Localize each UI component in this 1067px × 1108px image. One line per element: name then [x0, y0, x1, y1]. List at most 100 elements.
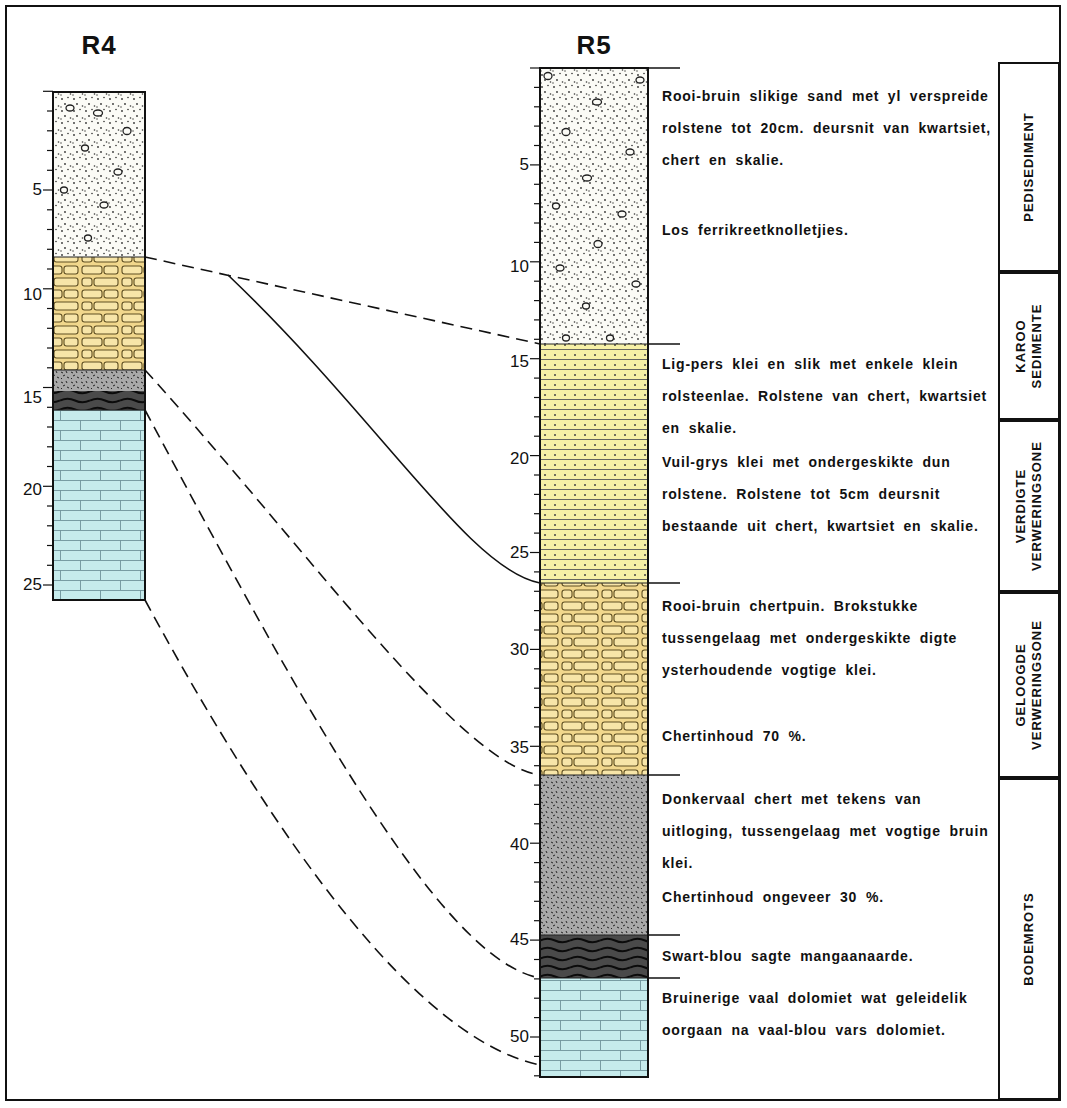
- depth-tick: [47, 328, 53, 329]
- column-r5: [540, 68, 648, 1077]
- depth-tick: [534, 436, 540, 437]
- layer-description: Rooi-bruin chertpuin. Brokstukke tusseng…: [662, 590, 992, 686]
- depth-tick: [534, 339, 540, 340]
- layer-description: Chertinhoud ongeveer 30 %.: [662, 881, 992, 913]
- depth-tick: [534, 726, 540, 727]
- depth-tick: [534, 765, 540, 766]
- outer-frame: [6, 6, 1060, 1100]
- depth-tick: [47, 347, 53, 348]
- depth-tick: [534, 1056, 540, 1057]
- depth-number: 5: [520, 155, 529, 175]
- dolomite-layer: [53, 410, 145, 600]
- depth-tick: [47, 466, 53, 467]
- depth-tick: [43, 486, 53, 487]
- depth-tick: [534, 978, 540, 979]
- depth-number: 35: [510, 738, 529, 758]
- depth-tick: [534, 281, 540, 282]
- depth-tick: [534, 804, 540, 805]
- depth-tick: [530, 939, 540, 940]
- depth-number: 40: [510, 835, 529, 855]
- column-title: R5: [576, 30, 611, 61]
- depth-number: 45: [510, 930, 529, 950]
- depth-tick: [47, 565, 53, 566]
- depth-tick: [534, 397, 540, 398]
- depth-tick: [47, 249, 53, 250]
- depth-tick: [534, 571, 540, 572]
- depth-tick: [47, 446, 53, 447]
- depth-tick: [47, 130, 53, 131]
- depth-tick: [530, 164, 540, 165]
- karoo-layer: [540, 344, 648, 583]
- depth-tick: [43, 91, 53, 92]
- depth-tick: [534, 184, 540, 185]
- zone-band: GELOOGDE VERWERINGSONE: [998, 592, 1060, 778]
- layer-description: Donkervaal chert met tekens van uitlogin…: [662, 783, 992, 879]
- depth-tick: [534, 707, 540, 708]
- depth-tick: [47, 110, 53, 111]
- correlation-lines: [145, 257, 540, 1065]
- depth-tick: [534, 862, 540, 863]
- depth-ticks: [43, 68, 540, 1076]
- zone-band: BODEMROTS: [998, 778, 1060, 1100]
- depth-tick: [47, 229, 53, 230]
- depth-tick: [530, 67, 540, 68]
- layer-description: Rooi-bruin slikige sand met yl verspreid…: [662, 80, 992, 176]
- chert-rubble-layer: [540, 583, 648, 775]
- depth-tick: [534, 881, 540, 882]
- manganese-layer: [540, 935, 648, 978]
- layer-description: Bruinerige vaal dolomiet wat geleidelik …: [662, 982, 992, 1046]
- depth-tick: [47, 170, 53, 171]
- depth-tick: [534, 145, 540, 146]
- depth-tick: [534, 125, 540, 126]
- depth-tick: [534, 203, 540, 204]
- depth-tick: [530, 1036, 540, 1037]
- depth-number: 30: [510, 640, 529, 660]
- zone-label: PEDISEDIMENT: [1021, 69, 1037, 265]
- depth-tick: [534, 629, 540, 630]
- depth-tick: [534, 513, 540, 514]
- leached-chert-layer: [53, 370, 145, 391]
- dolomite-layer: [540, 978, 648, 1077]
- depth-number: 15: [23, 388, 42, 408]
- depth-tick: [534, 1075, 540, 1076]
- depth-tick: [534, 416, 540, 417]
- depth-tick: [534, 998, 540, 999]
- depth-tick: [43, 189, 53, 190]
- depth-number: 10: [510, 257, 529, 277]
- depth-tick: [534, 784, 540, 785]
- layer-description: Lig-pers klei en slik met enkele klein r…: [662, 348, 992, 444]
- zone-label: GELOOGDE VERWERINGSONE: [1013, 599, 1045, 771]
- depth-number: 20: [23, 480, 42, 500]
- depth-tick: [534, 959, 540, 960]
- depth-tick: [530, 649, 540, 650]
- depth-tick: [47, 407, 53, 408]
- layer-description: Chertinhoud 70 %.: [662, 720, 992, 752]
- leached-chert-layer: [540, 775, 648, 935]
- sand-layer: [540, 68, 648, 344]
- depth-tick: [534, 300, 540, 301]
- depth-number: 10: [23, 285, 42, 305]
- column-outline: [53, 92, 145, 600]
- depth-tick: [534, 494, 540, 495]
- depth-tick: [534, 87, 540, 88]
- depth-tick: [43, 288, 53, 289]
- depth-tick: [47, 505, 53, 506]
- layer-description: Vuil-grys klei met ondergeskikte dun rol…: [662, 446, 992, 542]
- depth-tick: [47, 367, 53, 368]
- depth-tick: [534, 688, 540, 689]
- depth-tick: [530, 843, 540, 844]
- depth-tick: [534, 319, 540, 320]
- depth-tick: [47, 209, 53, 210]
- depth-tick: [47, 545, 53, 546]
- depth-tick: [530, 261, 540, 262]
- depth-tick: [47, 268, 53, 269]
- depth-tick: [534, 106, 540, 107]
- depth-tick: [534, 823, 540, 824]
- depth-tick: [534, 242, 540, 243]
- depth-tick: [534, 591, 540, 592]
- zone-label: VERDIGTE VERWERINGSONE: [1013, 427, 1045, 585]
- depth-tick: [534, 901, 540, 902]
- zone-band: PEDISEDIMENT: [998, 62, 1060, 272]
- layer-description: Swart-blou sagte mangaanaarde.: [662, 940, 992, 972]
